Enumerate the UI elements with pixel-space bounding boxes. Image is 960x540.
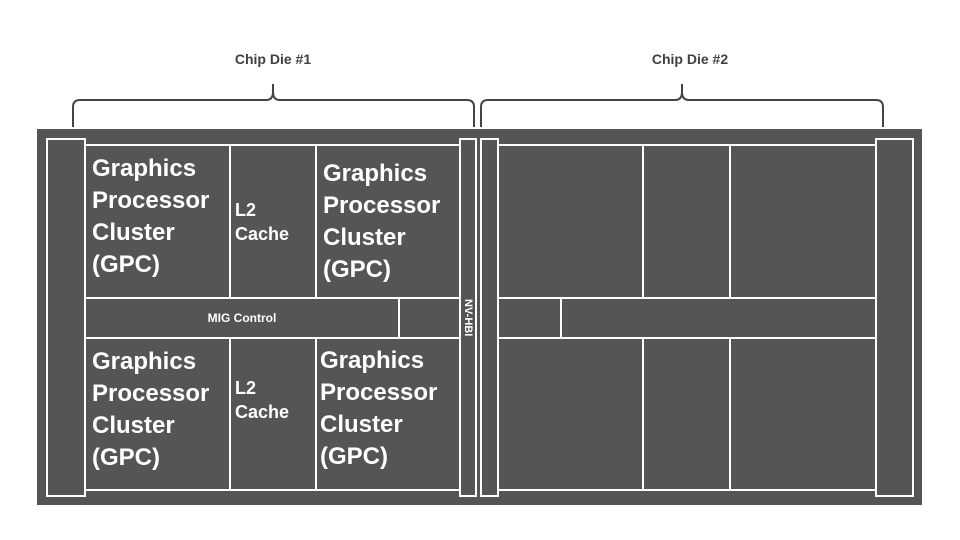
die2-l2-cache-top bbox=[642, 144, 731, 299]
die1-gpc-top-right: Graphics Processor Cluster (GPC) bbox=[315, 144, 461, 299]
die2-gpc-bottom-right bbox=[729, 337, 877, 491]
chip-die-2-bracket bbox=[480, 84, 884, 127]
die1-left-edge-block bbox=[46, 138, 86, 497]
die1-l2-cache-bottom: L2 Cache bbox=[229, 337, 317, 491]
chip-die-1-label: Chip Die #1 bbox=[234, 51, 312, 67]
die1-l2-cache-top: L2 Cache bbox=[229, 144, 317, 299]
die2-gpc-top-left bbox=[497, 144, 644, 299]
die2-l2-cache-bottom bbox=[642, 337, 731, 491]
chip-package: Graphics Processor Cluster (GPC) L2 Cach… bbox=[37, 129, 922, 505]
die2-right-edge-block bbox=[875, 138, 914, 497]
die1-gpc-bottom-right: Graphics Processor Cluster (GPC) bbox=[315, 337, 461, 491]
die1-mig-control: MIG Control bbox=[84, 297, 400, 339]
nv-hbi-interconnect: NV-HBI bbox=[459, 138, 477, 497]
die1-gpc-top-left: Graphics Processor Cluster (GPC) bbox=[84, 144, 231, 299]
die2-mig-control bbox=[560, 297, 877, 339]
die2-gpc-top-right bbox=[729, 144, 877, 299]
die2-mig-control-start bbox=[497, 297, 562, 339]
chip-die-1-bracket bbox=[72, 84, 475, 127]
die1-gpc-bottom-left: Graphics Processor Cluster (GPC) bbox=[84, 337, 231, 491]
die2-gpc-bottom-left bbox=[497, 337, 644, 491]
die1-mig-control-end bbox=[398, 297, 461, 339]
chip-die-2-label: Chip Die #2 bbox=[651, 51, 729, 67]
